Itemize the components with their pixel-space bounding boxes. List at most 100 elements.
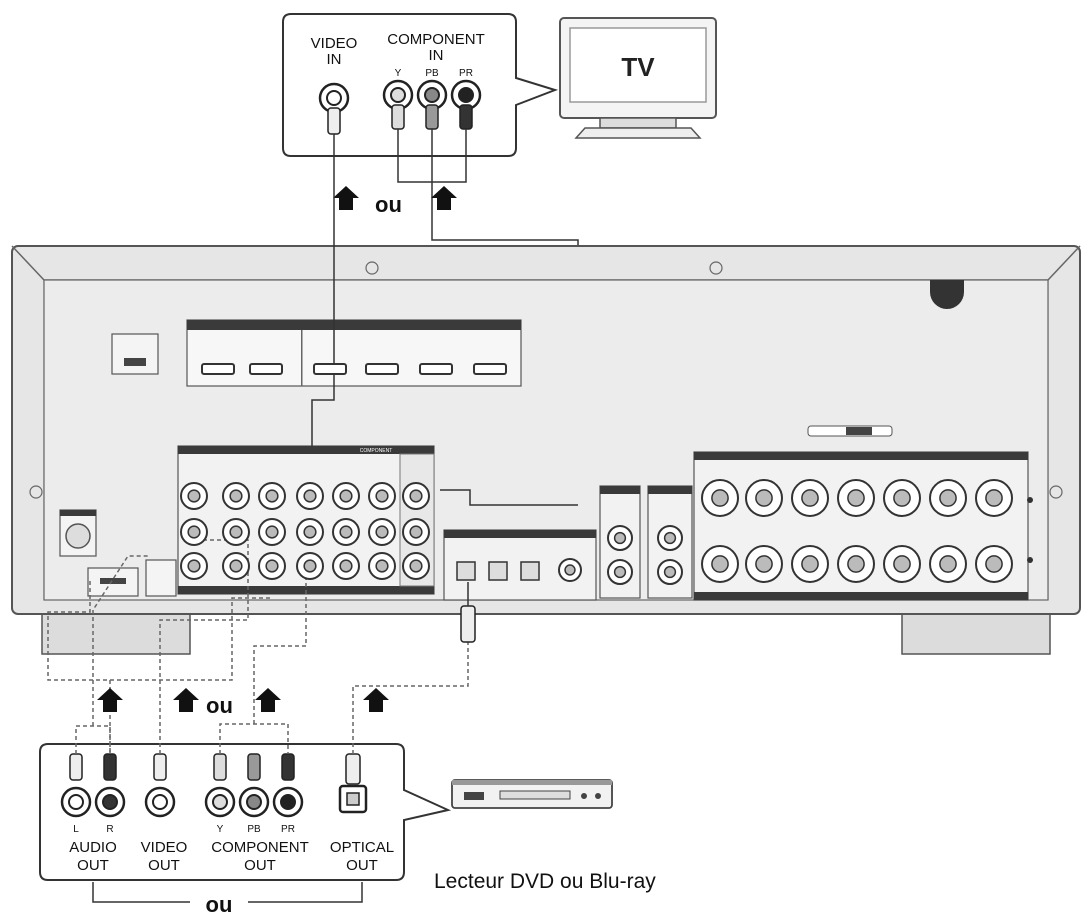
rca-jack bbox=[258, 482, 286, 510]
rca-jack bbox=[296, 482, 324, 510]
player-optical-out-label-1: OPTICAL bbox=[330, 839, 394, 856]
tv-screen-label: TV bbox=[621, 52, 655, 82]
player-jack-pr-label: PR bbox=[281, 824, 295, 835]
tv-component-in-label-1: COMPONENT bbox=[387, 31, 485, 48]
rca-jack bbox=[332, 518, 360, 546]
tv-component-pr-jack bbox=[450, 79, 482, 111]
speaker-terminal bbox=[975, 545, 1013, 583]
rca-jack bbox=[657, 559, 683, 585]
player-optical-plug bbox=[345, 753, 361, 785]
player-l-plug bbox=[69, 753, 83, 781]
tv-y-plug bbox=[391, 104, 405, 130]
player-dashed-cables bbox=[47, 539, 469, 754]
up-arrow-icon bbox=[431, 186, 457, 210]
speaker-terminal bbox=[883, 479, 921, 517]
player-component-y-jack bbox=[204, 786, 236, 818]
speaker-terminal bbox=[929, 545, 967, 583]
tv-component-in-label-2: IN bbox=[429, 47, 444, 64]
front-port-box bbox=[111, 333, 159, 375]
rca-jack bbox=[222, 552, 250, 580]
player-video-out-label-1: VIDEO bbox=[141, 839, 188, 856]
hdmi-port bbox=[249, 363, 283, 375]
optical-port bbox=[520, 561, 540, 581]
tv-video-plug bbox=[327, 107, 341, 135]
component-section-header: COMPONENT bbox=[360, 448, 393, 454]
player-pr-plug bbox=[281, 753, 295, 781]
player-audio-l-jack bbox=[60, 786, 92, 818]
tv-video-cable bbox=[311, 134, 335, 446]
hdmi-port bbox=[201, 363, 235, 375]
optical-port bbox=[488, 561, 508, 581]
rca-jack bbox=[607, 559, 633, 585]
rca-jack bbox=[657, 525, 683, 551]
player-video-out-label-2: OUT bbox=[148, 857, 180, 874]
player-y-plug bbox=[213, 753, 227, 781]
rca-jack bbox=[258, 552, 286, 580]
tv-jack-pb-label: PB bbox=[425, 68, 439, 79]
tv-video-in-jack bbox=[318, 82, 350, 114]
rca-jack bbox=[368, 552, 396, 580]
receiver-jacks-layer bbox=[180, 363, 1013, 585]
player-optical-out-label-2: OUT bbox=[346, 857, 378, 874]
player-jack-y-label: Y bbox=[217, 824, 224, 835]
rca-jack bbox=[222, 482, 250, 510]
hdmi-section bbox=[111, 319, 522, 387]
tv-video-in-label-1: VIDEO bbox=[311, 35, 358, 52]
rca-jack bbox=[402, 552, 430, 580]
player-component-pb-jack bbox=[238, 786, 270, 818]
player-r-plug bbox=[103, 753, 117, 781]
rca-jack bbox=[296, 552, 324, 580]
player-audio-out-label-2: OUT bbox=[77, 857, 109, 874]
tv-jack-pr-label: PR bbox=[459, 68, 473, 79]
player-optical-out-jack bbox=[338, 784, 368, 814]
hdmi-port bbox=[313, 363, 347, 375]
player-audio-out-label-1: AUDIO bbox=[69, 839, 117, 856]
hdmi-port bbox=[473, 363, 507, 375]
player-caption: Lecteur DVD ou Blu-ray bbox=[434, 870, 656, 893]
hdmi-port bbox=[365, 363, 399, 375]
disc-player-icon bbox=[451, 779, 613, 809]
player-component-out-label-2: OUT bbox=[244, 857, 276, 874]
tv-jack-y-label: Y bbox=[395, 68, 402, 79]
up-arrow-icon bbox=[97, 688, 123, 712]
speaker-terminal bbox=[791, 545, 829, 583]
up-arrow-icon bbox=[363, 688, 389, 712]
speaker-terminal bbox=[701, 545, 739, 583]
rca-jack bbox=[180, 518, 208, 546]
speaker-terminal bbox=[791, 479, 829, 517]
player-pb-plug bbox=[247, 753, 261, 781]
rca-jack bbox=[296, 518, 324, 546]
player-jack-pb-label: PB bbox=[247, 824, 261, 835]
receiver-misc-ports bbox=[59, 509, 177, 597]
receiver-component-output-cable bbox=[440, 489, 578, 506]
tv-callout: VIDEO IN COMPONENT IN Y PB PR bbox=[282, 13, 559, 157]
tv-pb-plug bbox=[425, 104, 439, 130]
receiver-optical-plug bbox=[460, 582, 476, 643]
player-audio-r-jack bbox=[94, 786, 126, 818]
player-bottom-bracket bbox=[92, 882, 363, 903]
speaker-terminal bbox=[745, 479, 783, 517]
speaker-terminal bbox=[883, 545, 921, 583]
tv-or-label: ou bbox=[375, 192, 402, 217]
player-video-plug bbox=[153, 753, 167, 781]
rca-jack bbox=[558, 558, 582, 582]
tv-pr-plug bbox=[459, 104, 473, 130]
speaker-terminal bbox=[975, 479, 1013, 517]
rca-jack bbox=[607, 525, 633, 551]
player-component-pr-jack bbox=[272, 786, 304, 818]
rca-jack bbox=[332, 552, 360, 580]
receiver-foot-right bbox=[901, 613, 1051, 655]
speaker-terminal bbox=[837, 479, 875, 517]
hdmi-port bbox=[419, 363, 453, 375]
player-jack-l-label: L bbox=[73, 824, 79, 835]
tv-set-icon: TV bbox=[559, 17, 717, 139]
optical-port bbox=[456, 561, 476, 581]
player-mid-or-label: ou bbox=[206, 693, 233, 718]
rca-jack bbox=[222, 518, 250, 546]
speaker-terminal bbox=[745, 545, 783, 583]
player-video-out-jack bbox=[144, 786, 176, 818]
up-arrow-icon bbox=[255, 688, 281, 712]
rca-jack bbox=[368, 518, 396, 546]
rca-jack bbox=[368, 482, 396, 510]
